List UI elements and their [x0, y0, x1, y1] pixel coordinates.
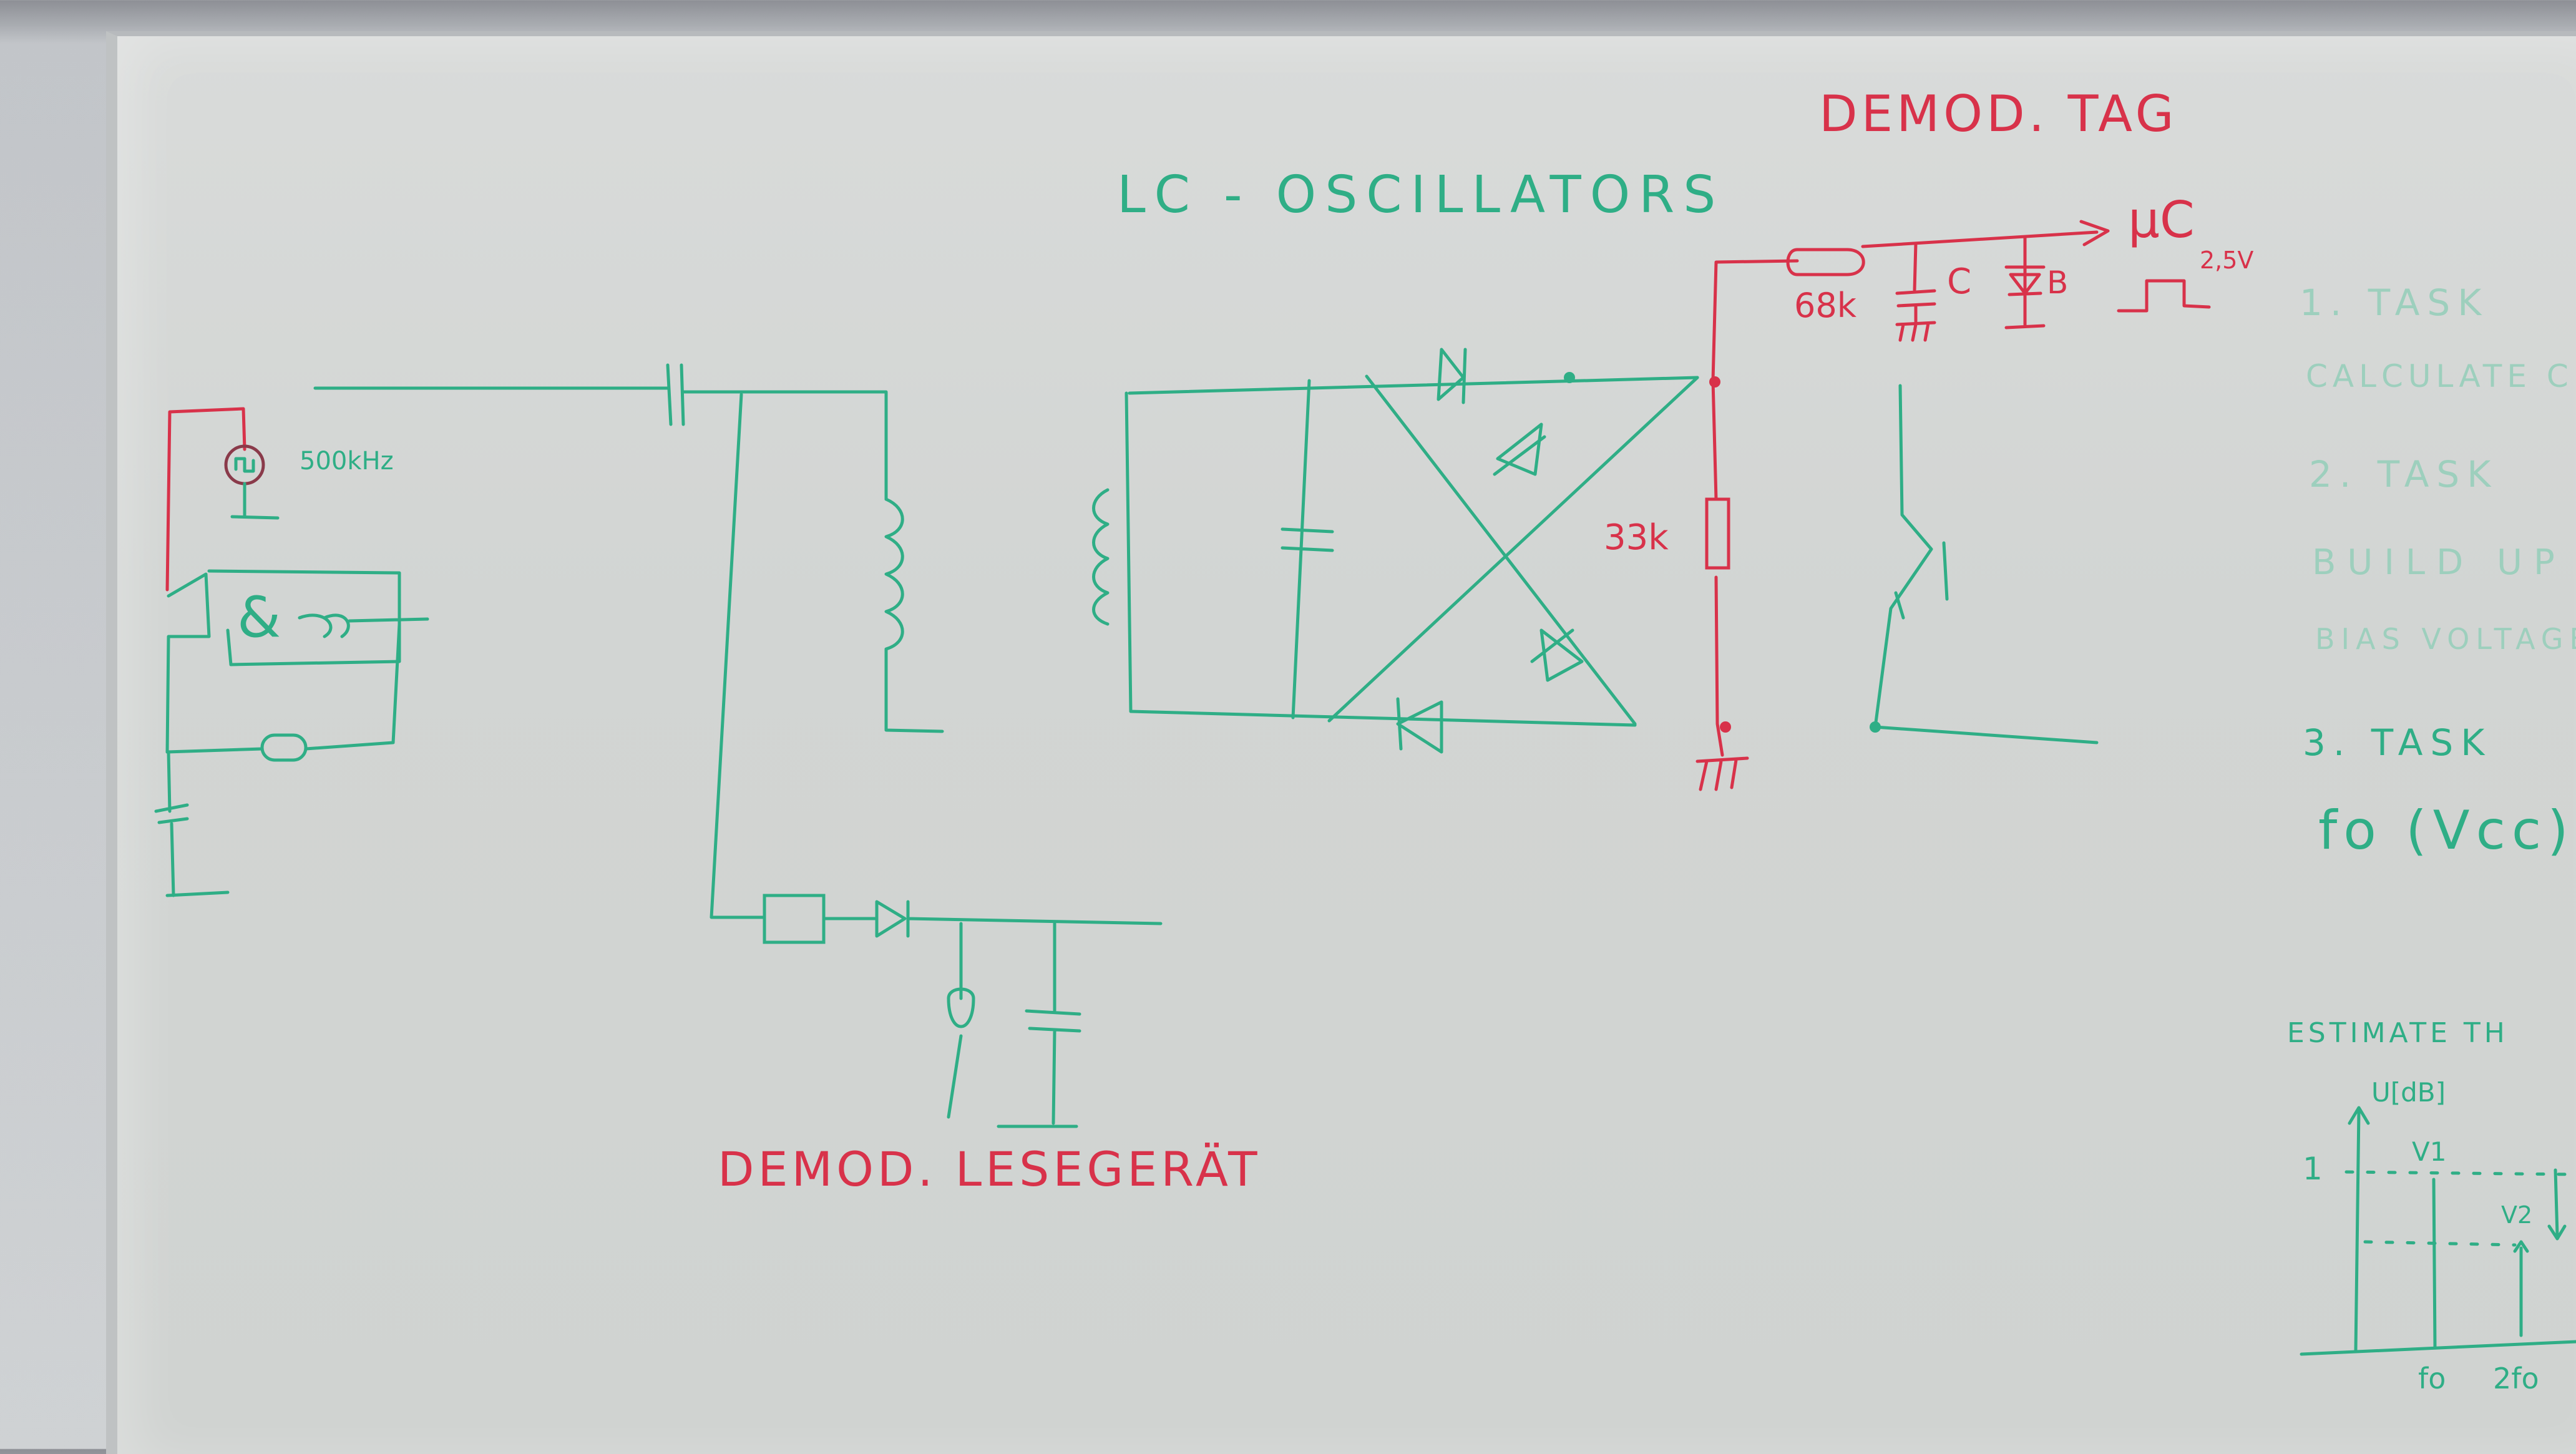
oscillator-sketch: 500kHz &: [154, 407, 429, 897]
task-2-text-2: BIAS VOLTAGE: [2315, 622, 2576, 656]
bridge-rectifier: [1092, 348, 1699, 754]
x-tick-2fo: 2fo: [2493, 1362, 2539, 1395]
tag-demodulator: DEMOD. TAG µC 68k C B 2,5V 33k: [1604, 85, 2253, 791]
title-lc-oscillators: LC - OSCILLATORS: [1117, 165, 1724, 225]
spectrum-y-tick: 1: [2303, 1151, 2323, 1187]
task-1-text: CALCULATE C: [2306, 358, 2574, 394]
task-2-text: BUILD UP: [2312, 542, 2566, 583]
capacitor-c-label: C: [1947, 261, 1971, 302]
resistor-68k-label: 68k: [1794, 286, 1857, 325]
spectrum-sketch: ESTIMATE TH U[dB] 1 V1 V2 fo 2fo: [2287, 1017, 2576, 1395]
v2-label: V2: [2501, 1201, 2532, 1229]
resistor-33k-label: 33k: [1604, 517, 1669, 558]
task-3-label: 3. TASK: [2303, 721, 2492, 764]
task-2-label: 2. TASK: [2309, 453, 2498, 495]
demod-reader-label: DEMOD. LESEGERÄT: [718, 1141, 1261, 1197]
voltage-label: 2,5V: [2200, 246, 2253, 274]
microcontroller-label: µC: [2128, 191, 2195, 249]
spectrum-y-label: U[dB]: [2371, 1077, 2446, 1108]
v1-label: V1: [2412, 1136, 2446, 1167]
whiteboard: [106, 31, 2576, 1454]
task-3-text: fo (Vcc): [2318, 799, 2575, 862]
spectrum-title: ESTIMATE TH: [2287, 1017, 2509, 1049]
task-list: 1. TASK CALCULATE C 2. TASK BUILD UP BIA…: [2300, 281, 2576, 862]
x-tick-fo: fo: [2418, 1362, 2446, 1395]
diode-b-label: B: [2047, 265, 2068, 301]
transistor-switch: [1870, 384, 2099, 744]
and-gate-label: &: [237, 585, 281, 650]
source-frequency-label: 500kHz: [300, 447, 394, 476]
demod-tag-label: DEMOD. TAG: [1819, 85, 2178, 143]
task-1-label: 1. TASK: [2300, 281, 2489, 324]
lc-tank-circuit: DEMOD. LESEGERÄT: [313, 363, 1261, 1197]
